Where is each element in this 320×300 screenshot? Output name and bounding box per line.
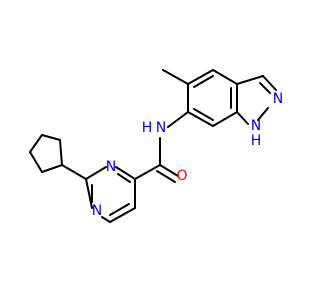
- bond-bz-3: [212, 69, 238, 85]
- atom-n-indazole-1: N: [251, 118, 261, 134]
- bond-c2-n3: [85, 166, 107, 180]
- molecule-canvas: N N N H O N N H: [29, 69, 284, 223]
- atom-h-indazole: H: [251, 133, 262, 149]
- bond-bz-2: [187, 69, 214, 85]
- bond-pz-4: [236, 111, 249, 125]
- bond-c4-carbonyl: [134, 164, 161, 180]
- bond-n1-c2: [85, 178, 93, 209]
- bond-c6-n1: [101, 216, 111, 223]
- bond-methyl: [162, 69, 189, 85]
- bond-n3-c4: [115, 166, 136, 180]
- atom-h-amide: H: [142, 120, 153, 136]
- bond-n-indazole: [167, 111, 189, 128]
- bond-bz-6-double: [193, 108, 214, 121]
- atom-n-indazole-2: N: [273, 91, 283, 107]
- bond-cp-3: [59, 139, 63, 166]
- atom-n-pyrimidine-bottom: N: [92, 203, 102, 219]
- bond-cp-5: [29, 151, 43, 173]
- bond-bz-6: [187, 111, 214, 127]
- bond-cp-1: [29, 134, 43, 153]
- molecule-structure: N N N H O N N H: [29, 69, 283, 223]
- atom-o-carbonyl: O: [176, 168, 187, 184]
- bond-pz-1: [236, 75, 264, 85]
- bond-c5-c6: [109, 207, 136, 223]
- bond-carbonyl-o: [159, 164, 179, 177]
- bond-group: [29, 69, 277, 223]
- atom-n-pyrimidine-top: N: [106, 159, 116, 175]
- bond-c5-c6-double: [109, 203, 130, 216]
- bond-cp-4: [41, 164, 63, 173]
- bond-pz-2: [262, 75, 277, 91]
- atom-n-amide: N: [156, 120, 166, 136]
- bond-n3-c4-double: [117, 173, 131, 183]
- bond-pz-3: [257, 107, 269, 121]
- bond-bz-5: [212, 111, 238, 127]
- bond-cp-to-pyrimidine: [61, 164, 87, 180]
- bond-bz-2-double: [193, 75, 214, 88]
- bond-carbonyl-o-double: [156, 170, 176, 183]
- atom-label-group: N N N H O N N H: [92, 91, 283, 219]
- bond-pz-2-double: [259, 82, 271, 94]
- bond-cp-2: [41, 134, 61, 141]
